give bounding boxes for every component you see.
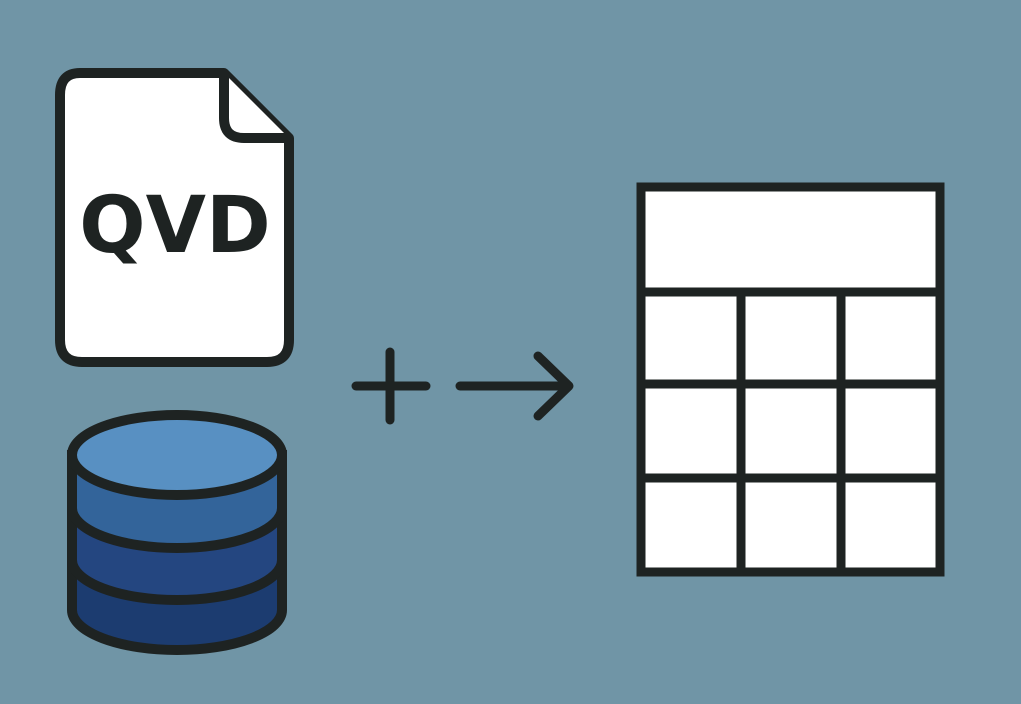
arrow-right-icon <box>455 351 574 421</box>
qvd-file-icon: QVD <box>55 68 294 367</box>
database-icon <box>67 410 287 655</box>
plus-icon <box>351 347 431 425</box>
qvd-label: QVD <box>79 181 270 271</box>
table-icon <box>636 182 945 577</box>
